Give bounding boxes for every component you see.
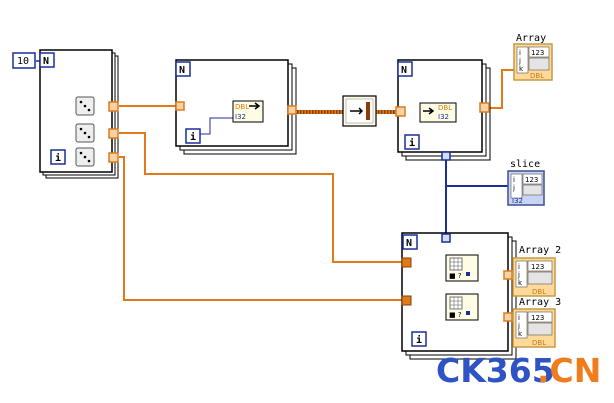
array-label: Array xyxy=(516,33,546,44)
slice-label: slice xyxy=(510,159,540,170)
dice-icon[interactable] xyxy=(75,147,95,167)
array-3d-wire[interactable] xyxy=(296,110,344,114)
svg-text:k: k xyxy=(519,65,524,73)
tunnel-2[interactable] xyxy=(108,128,119,139)
tunnel-out-2[interactable] xyxy=(503,312,513,322)
for-loop-4[interactable]: N i ■ ? ■ ? xyxy=(401,232,517,360)
svg-text:i: i xyxy=(55,152,61,164)
array3-label: Array 3 xyxy=(519,297,561,308)
for-loop-2[interactable]: N i DBL I32 xyxy=(175,59,297,155)
svg-text:i: i xyxy=(409,137,415,149)
svg-text:DBL: DBL xyxy=(532,288,546,296)
svg-text:DBL: DBL xyxy=(530,72,544,80)
svg-text:■ ?: ■ ? xyxy=(449,272,462,280)
loop-index-terminal[interactable]: i xyxy=(185,128,201,144)
svg-text:i: i xyxy=(518,263,520,271)
svg-text:i: i xyxy=(519,49,521,57)
svg-text:I32: I32 xyxy=(438,113,449,121)
svg-text:■ ?: ■ ? xyxy=(449,311,462,319)
tunnel-out-1[interactable] xyxy=(503,270,513,280)
index-array-node[interactable]: ■ ? xyxy=(445,293,479,321)
svg-text:I32: I32 xyxy=(512,197,523,205)
constant-value: 10 xyxy=(17,56,29,67)
loop-index-terminal[interactable]: i xyxy=(50,149,66,165)
array-indicator[interactable]: Array i j k 123 DBL xyxy=(513,33,553,81)
tunnel-in-1[interactable] xyxy=(401,257,412,268)
svg-text:N: N xyxy=(179,65,185,76)
svg-text:CK365: CK365 xyxy=(436,351,555,390)
tunnel-3[interactable] xyxy=(108,152,119,163)
loop-count-terminal[interactable]: N xyxy=(39,52,55,68)
array3-indicator[interactable]: Array 3 i j k 123 DBL xyxy=(512,297,561,348)
svg-text:k: k xyxy=(518,279,523,287)
svg-text:DBL: DBL xyxy=(438,104,452,112)
dice-icon[interactable] xyxy=(75,96,95,116)
svg-text:j: j xyxy=(517,271,520,279)
svg-text:N: N xyxy=(401,65,407,76)
for-loop-3[interactable]: N i DBL I32 xyxy=(395,59,491,161)
svg-text:i: i xyxy=(416,334,422,346)
loop-count-terminal[interactable]: N xyxy=(175,61,191,77)
tunnel-out[interactable] xyxy=(479,102,490,113)
svg-text:123: 123 xyxy=(531,314,544,322)
svg-text:j: j xyxy=(517,322,520,330)
loop-index-terminal[interactable]: i xyxy=(411,331,427,347)
svg-text:i: i xyxy=(190,131,196,143)
numeric-constant[interactable]: 10 xyxy=(12,52,36,69)
transpose-array-node[interactable] xyxy=(342,95,377,127)
orange-wire-b[interactable] xyxy=(119,132,402,263)
tunnel-in-2[interactable] xyxy=(401,295,412,306)
loop-count-terminal[interactable]: N xyxy=(402,234,418,250)
svg-text:123: 123 xyxy=(531,263,544,271)
tunnel-slice-in[interactable] xyxy=(441,233,451,243)
svg-text:123: 123 xyxy=(531,49,544,57)
svg-text:N: N xyxy=(43,56,49,67)
index-array-node[interactable]: ■ ? xyxy=(445,254,479,282)
svg-text:i: i xyxy=(513,176,515,184)
replace-subset-node[interactable]: DBL I32 xyxy=(419,102,457,123)
slice-indicator[interactable]: slice i j 123 I32 xyxy=(507,159,545,206)
svg-text:DBL: DBL xyxy=(532,339,546,347)
watermark-logo: CK365 .CN xyxy=(436,351,601,390)
array2-label: Array 2 xyxy=(519,245,561,256)
svg-text:k: k xyxy=(518,330,523,338)
svg-text:DBL: DBL xyxy=(235,103,249,111)
for-loop-1[interactable]: N i xyxy=(39,49,119,179)
tunnel-1[interactable] xyxy=(108,101,119,112)
svg-text:i: i xyxy=(518,314,520,322)
tunnel-slice-out[interactable] xyxy=(441,151,451,161)
tunnel-in[interactable] xyxy=(175,101,185,111)
svg-text:j: j xyxy=(512,184,515,192)
svg-text:123: 123 xyxy=(525,176,538,184)
svg-text:I32: I32 xyxy=(235,113,246,121)
svg-text:N: N xyxy=(406,238,412,249)
replace-subset-node[interactable]: DBL I32 xyxy=(232,100,264,123)
loop-index-terminal[interactable]: i xyxy=(404,134,420,150)
blue-wire-slice[interactable] xyxy=(445,160,508,187)
svg-text:j: j xyxy=(518,57,521,65)
array2-indicator[interactable]: Array 2 i j k 123 DBL xyxy=(512,245,561,297)
tunnel-out[interactable] xyxy=(287,105,297,115)
dice-icon[interactable] xyxy=(75,123,95,143)
orange-wire-c[interactable] xyxy=(119,156,402,301)
orange-wire-array[interactable] xyxy=(489,69,514,109)
loop-count-terminal[interactable]: N xyxy=(397,61,413,77)
tunnel-in[interactable] xyxy=(395,106,406,117)
svg-text:.CN: .CN xyxy=(537,351,601,390)
